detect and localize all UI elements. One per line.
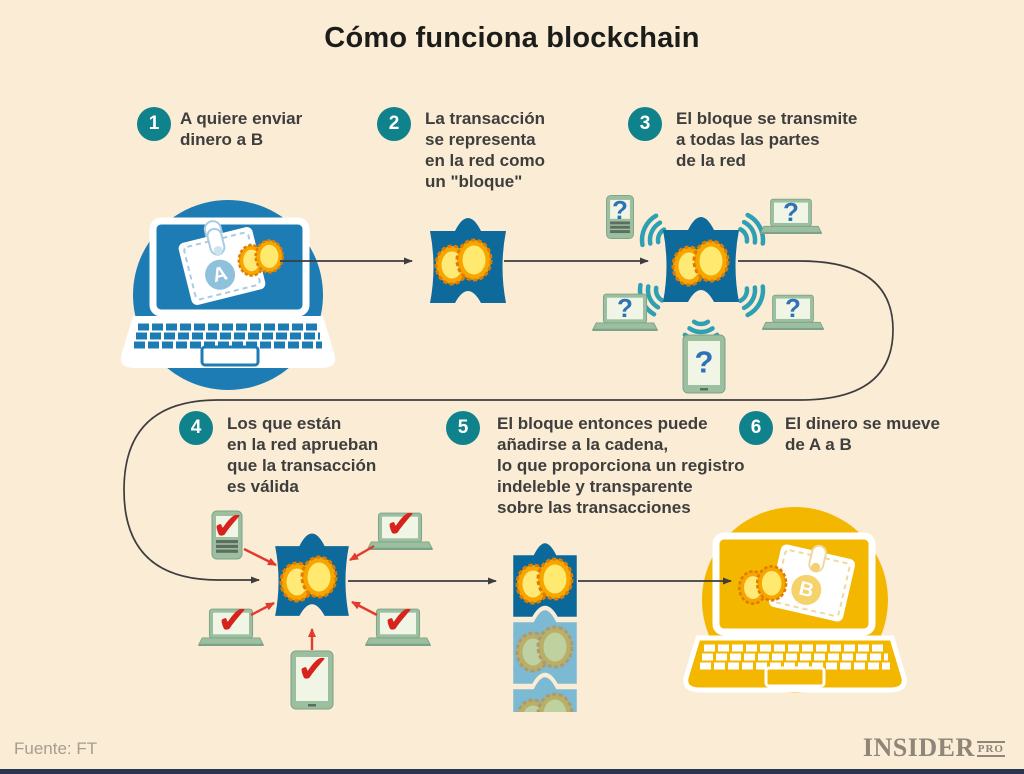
checkmark-icon: ✔ xyxy=(217,598,249,642)
step-2-number: 2 xyxy=(388,113,400,134)
step-6-number: 6 xyxy=(750,417,762,438)
wallet-a-label: A xyxy=(210,262,229,287)
approval-group: ✔ ✔ ✔ ✔ ✔ xyxy=(198,502,433,710)
step-4-text: Los que están en la red aprueban que la … xyxy=(227,414,379,496)
network-broadcast-group: ? ? ? ? ? xyxy=(592,194,825,394)
connector-arrow-3 xyxy=(123,260,894,584)
step-2-text: La transacción se representa en la red c… xyxy=(425,109,545,191)
step-3-number: 3 xyxy=(639,113,651,134)
step-5-text: El bloque entonces puede añadirse a la c… xyxy=(497,414,745,517)
question-mark: ? xyxy=(612,195,628,225)
brand-suffix: PRO xyxy=(976,741,1005,757)
footer-source: Fuente: FT xyxy=(14,739,98,758)
receiver-laptop-icon: B xyxy=(683,507,907,693)
question-mark: ? xyxy=(783,197,799,227)
question-mark: ? xyxy=(785,293,801,323)
step-1-text: A quiere enviar dinero a B xyxy=(180,109,303,149)
checkmark-icon: ✔ xyxy=(297,647,329,691)
question-mark: ? xyxy=(617,293,633,323)
question-mark: ? xyxy=(695,345,714,380)
wallet-b-icon: B xyxy=(768,544,856,622)
step-5-number: 5 xyxy=(457,417,469,438)
step-4-badge: 4 xyxy=(179,411,213,445)
step-6-text: El dinero se mueve de A a B xyxy=(785,414,940,454)
approval-arrows xyxy=(243,544,378,650)
blockchain-chain-icon xyxy=(510,540,580,712)
sender-laptop-icon: A xyxy=(120,200,336,390)
brand-name: INSIDER xyxy=(862,733,975,762)
checkmark-icon: ✔ xyxy=(212,504,244,548)
step-5-badge: 5 xyxy=(446,411,480,445)
checkmark-icon: ✔ xyxy=(383,598,415,642)
wallet-b-label: B xyxy=(797,578,816,603)
brand-logo: INSIDER PRO xyxy=(862,733,1005,762)
step-3-text: El bloque se transmite a todas las parte… xyxy=(676,109,858,170)
step-1-number: 1 xyxy=(148,113,160,134)
step-2-badge: 2 xyxy=(377,107,411,141)
step-3-badge: 3 xyxy=(628,107,662,141)
block-puzzle-icon xyxy=(430,218,506,303)
wifi-signal-icon xyxy=(736,280,767,317)
step-6-badge: 6 xyxy=(739,411,773,445)
step-1-badge: 1 xyxy=(137,107,171,141)
checkmark-icon: ✔ xyxy=(385,502,417,546)
page-title: Cómo funciona blockchain xyxy=(324,22,700,54)
step-4-number: 4 xyxy=(190,417,202,438)
bottom-bar xyxy=(0,769,1024,774)
wallet-a-icon: A xyxy=(178,220,266,305)
